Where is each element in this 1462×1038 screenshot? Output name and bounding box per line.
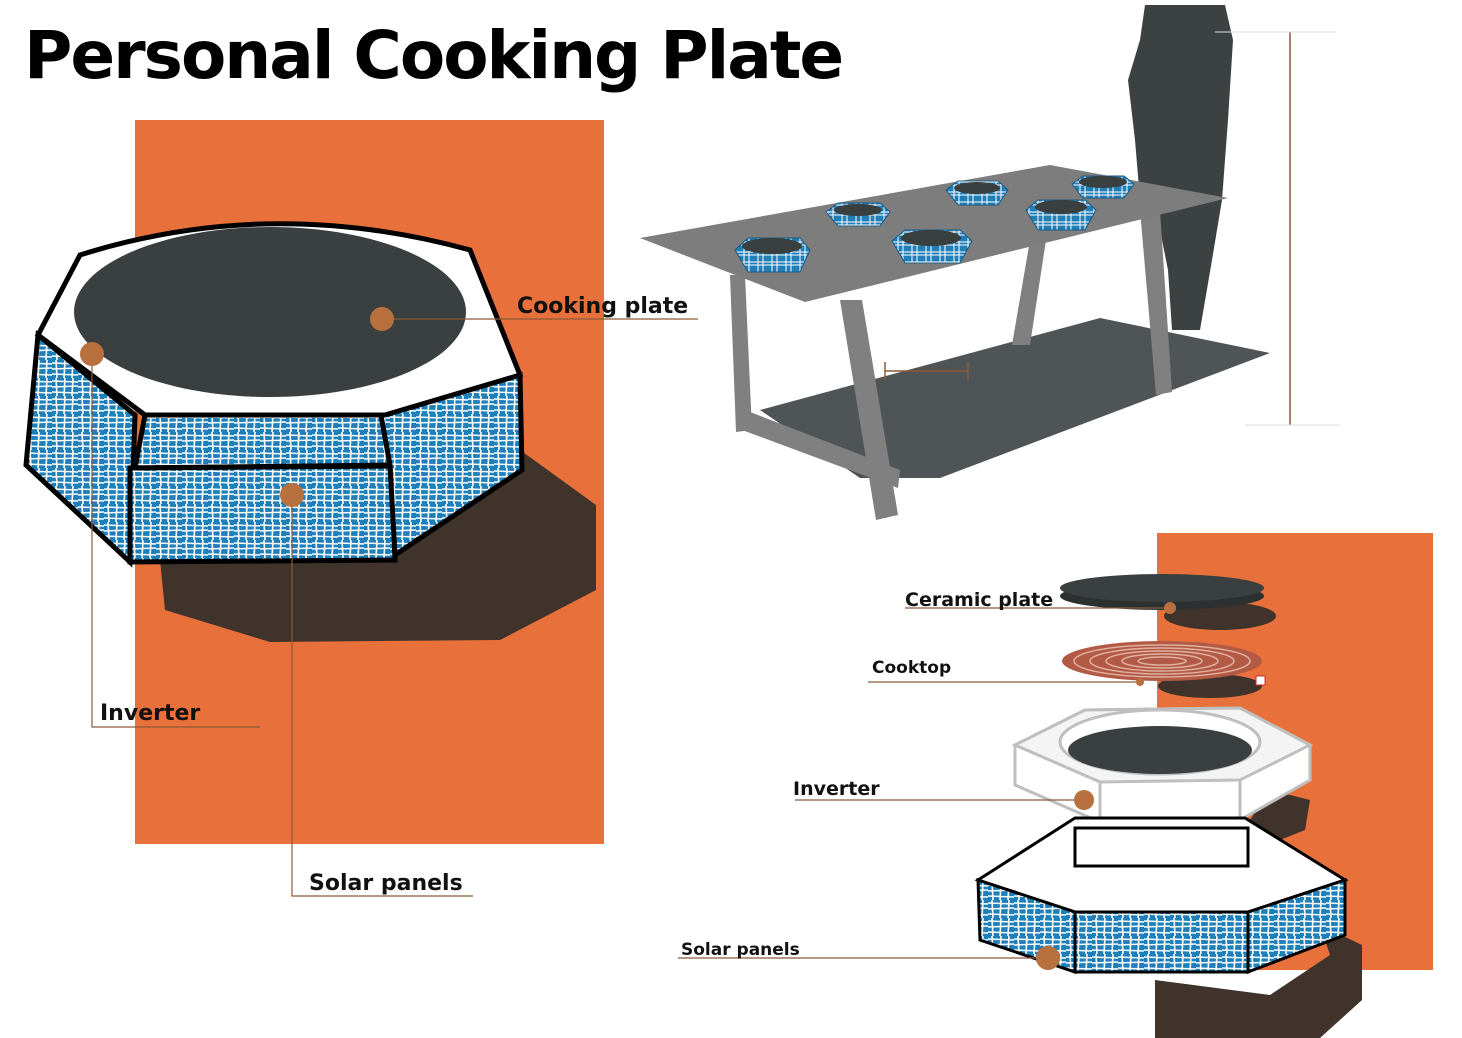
- cooktop-connector-icon: [1255, 675, 1266, 686]
- marker-cooking-plate: [370, 307, 394, 331]
- marker-ceramic-plate: [1164, 602, 1176, 614]
- label-inverter-exploded: Inverter: [793, 778, 880, 800]
- marker-solar-panels: [280, 483, 304, 507]
- exploded-leader-lines: [678, 607, 1170, 959]
- mini-plate-3: [891, 229, 973, 264]
- mini-plate-1: [734, 237, 811, 273]
- main-leader-lines: [91, 318, 698, 897]
- mini-plate-4: [945, 180, 1009, 206]
- table-floor-shadow: [760, 318, 1270, 478]
- exploded-view: Ceramic plate Cooktop Inverter Solar pan…: [678, 533, 1433, 1038]
- label-cooking-plate: Cooking plate: [517, 294, 688, 319]
- person-silhouette: [1128, 5, 1233, 330]
- main-illustration: Cooking plate Inverter Solar panels: [23, 120, 698, 897]
- table-scene: [640, 5, 1340, 520]
- marker-inverter: [80, 342, 104, 366]
- poster-title: Personal Cooking Plate: [24, 17, 842, 94]
- mini-plate-5: [1025, 199, 1097, 231]
- ceramic-plate: [1060, 574, 1264, 602]
- table-legs: [730, 210, 1172, 520]
- height-guides: [1215, 31, 1340, 426]
- label-ceramic-plate: Ceramic plate: [905, 589, 1053, 611]
- mini-plate-6: [1071, 175, 1135, 199]
- solar-panel-ring: [23, 330, 525, 568]
- label-solar-panels: Solar panels: [309, 871, 463, 896]
- cooking-plate: [74, 227, 466, 397]
- label-solar-panels-exploded: Solar panels: [681, 940, 800, 960]
- solar-panel-front-top: [131, 412, 393, 471]
- table-mini-plates: [734, 175, 1135, 273]
- leader-solar-panels: [291, 495, 473, 897]
- leader-inverter: [91, 354, 260, 728]
- marker-inverter-exploded: [1074, 790, 1094, 810]
- label-inverter: Inverter: [100, 701, 200, 726]
- solar-panel-front: [127, 463, 398, 565]
- mini-plate-2: [825, 202, 891, 227]
- marker-solar-panels-exploded: [1036, 946, 1060, 970]
- label-cooktop: Cooktop: [872, 658, 951, 678]
- inverter-housing: [1011, 706, 1314, 824]
- marker-cooktop: [1136, 678, 1144, 686]
- cooktop: [1062, 641, 1266, 686]
- dimension-markers: [884, 32, 1291, 425]
